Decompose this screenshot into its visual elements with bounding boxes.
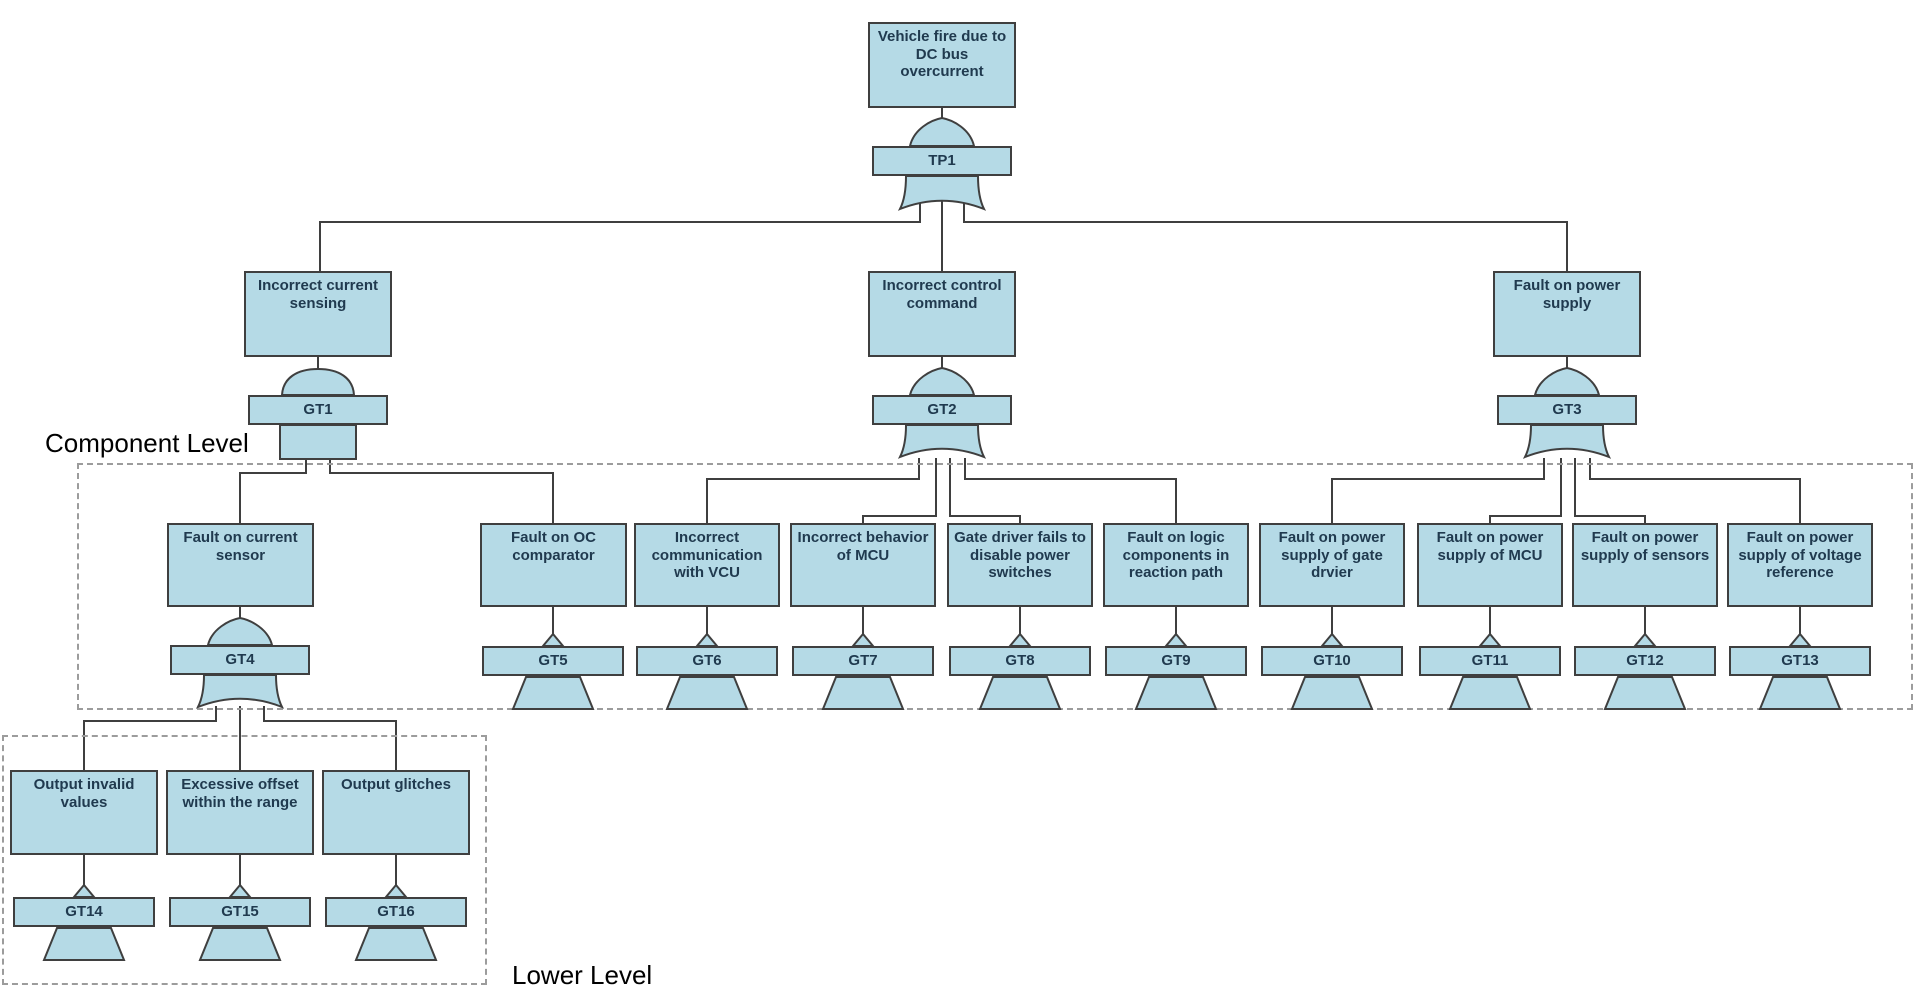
connector-line xyxy=(1574,458,1646,523)
transfer-triangle-icon xyxy=(227,883,253,898)
transfer-triangle-icon xyxy=(1163,632,1189,647)
gate-label-tp1: TP1 xyxy=(872,146,1012,176)
transfer-base-icon xyxy=(198,927,282,961)
gate-label-gt14: GT14 xyxy=(13,897,155,927)
event-box-oc-comparator: Fault on OC comparator xyxy=(480,523,627,607)
or-gate-dome-icon xyxy=(206,616,274,646)
transfer-triangle-icon xyxy=(1477,632,1503,647)
or-gate-dome-icon xyxy=(1533,366,1601,396)
connector-line xyxy=(263,706,397,770)
gate-label-gt4: GT4 xyxy=(170,645,310,675)
or-gate-body-icon xyxy=(195,674,285,709)
transfer-triangle-icon xyxy=(540,632,566,647)
transfer-base-icon xyxy=(511,676,595,710)
transfer-triangle-icon xyxy=(1319,632,1345,647)
transfer-base-icon xyxy=(665,676,749,710)
gate-label-gt10: GT10 xyxy=(1261,646,1403,676)
gate-label-gt11: GT11 xyxy=(1419,646,1561,676)
transfer-base-icon xyxy=(1448,676,1532,710)
lower-level-region xyxy=(2,735,487,985)
connector-line xyxy=(963,198,1568,271)
event-box-output-glitches: Output glitches xyxy=(322,770,470,855)
connector-line xyxy=(319,198,921,271)
transfer-base-icon xyxy=(42,927,126,961)
connector-line xyxy=(83,706,217,770)
connector-line xyxy=(239,458,307,523)
gate-label-gt7: GT7 xyxy=(792,646,934,676)
gate-label-gt1: GT1 xyxy=(248,395,388,425)
transfer-triangle-icon xyxy=(71,883,97,898)
event-box-logic-components: Fault on logic components in reaction pa… xyxy=(1103,523,1249,607)
and-gate-dome-icon xyxy=(280,367,356,396)
transfer-triangle-icon xyxy=(383,883,409,898)
event-box-control-command: Incorrect control command xyxy=(868,271,1016,357)
event-box-excessive-offset: Excessive offset within the range xyxy=(166,770,314,855)
event-box-current-sensing: Incorrect current sensing xyxy=(244,271,392,357)
transfer-triangle-icon xyxy=(694,632,720,647)
or-gate-body-icon xyxy=(1522,424,1612,459)
connector-line xyxy=(329,458,554,523)
event-box-current-sensor: Fault on current sensor xyxy=(167,523,314,607)
transfer-triangle-icon xyxy=(1632,632,1658,647)
connector-line xyxy=(949,458,1021,523)
gate-label-gt5: GT5 xyxy=(482,646,624,676)
or-gate-body-icon xyxy=(897,175,987,211)
gate-label-gt16: GT16 xyxy=(325,897,467,927)
transfer-base-icon xyxy=(1290,676,1374,710)
transfer-base-icon xyxy=(978,676,1062,710)
connector-line xyxy=(1589,458,1801,523)
or-gate-body-icon xyxy=(897,424,987,459)
gate-label-gt6: GT6 xyxy=(636,646,778,676)
lower-level-label: Lower Level xyxy=(512,960,653,990)
transfer-base-icon xyxy=(821,676,905,710)
event-box-ps-voltage-ref: Fault on power supply of voltage referen… xyxy=(1727,523,1873,607)
event-box-ps-mcu: Fault on power supply of MCU xyxy=(1417,523,1563,607)
gate-label-gt9: GT9 xyxy=(1105,646,1247,676)
or-gate-dome-icon xyxy=(908,366,976,396)
gate-label-gt8: GT8 xyxy=(949,646,1091,676)
event-box-ps-gate-driver: Fault on power supply of gate drvier xyxy=(1259,523,1405,607)
or-gate-dome-icon xyxy=(908,116,976,147)
event-box-ps-sensors: Fault on power supply of sensors xyxy=(1572,523,1718,607)
connector-line xyxy=(862,458,937,523)
connector-line xyxy=(1331,458,1545,523)
event-box-behavior-mcu: Incorrect behavior of MCU xyxy=(790,523,936,607)
transfer-triangle-icon xyxy=(1787,632,1813,647)
gate-label-gt15: GT15 xyxy=(169,897,311,927)
connector-line xyxy=(706,458,920,523)
connector-line xyxy=(964,458,1177,523)
event-box-gate-driver: Gate driver fails to disable power switc… xyxy=(947,523,1093,607)
and-gate-body-icon xyxy=(279,424,357,460)
transfer-triangle-icon xyxy=(850,632,876,647)
event-box-top: Vehicle fire due to DC bus overcurrent xyxy=(868,22,1016,108)
transfer-base-icon xyxy=(1758,676,1842,710)
transfer-base-icon xyxy=(1603,676,1687,710)
transfer-base-icon xyxy=(354,927,438,961)
gate-label-gt3: GT3 xyxy=(1497,395,1637,425)
transfer-base-icon xyxy=(1134,676,1218,710)
transfer-triangle-icon xyxy=(1007,632,1033,647)
gate-label-gt13: GT13 xyxy=(1729,646,1871,676)
event-box-power-supply: Fault on power supply xyxy=(1493,271,1641,357)
event-box-comm-vcu: Incorrect communication with VCU xyxy=(634,523,780,607)
component-level-label: Component Level xyxy=(45,428,249,458)
gate-label-gt12: GT12 xyxy=(1574,646,1716,676)
gate-label-gt2: GT2 xyxy=(872,395,1012,425)
event-box-output-invalid: Output invalid values xyxy=(10,770,158,855)
connector-line xyxy=(1489,458,1562,523)
